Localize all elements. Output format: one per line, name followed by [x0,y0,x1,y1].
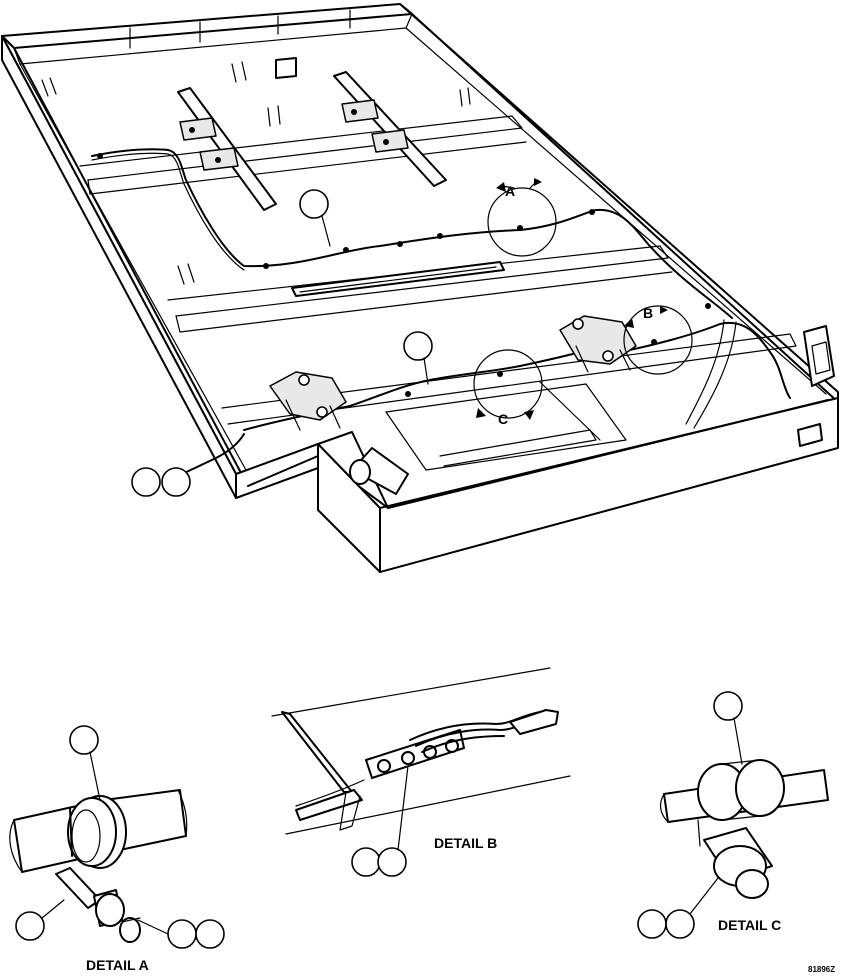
view-letter-a: A [505,183,516,199]
detail-b-callouts [351,765,409,877]
detail-c-label: DETAIL C [718,917,782,933]
main-callouts [131,189,433,497]
detail-a-drawing [9,789,188,943]
detail-c-callouts [637,691,743,939]
detail-a-label: DETAIL A [86,957,149,973]
view-letter-c: C [498,411,509,427]
detail-b-drawing [271,667,571,835]
detail-b-label: DETAIL B [434,835,498,851]
drawing-code: 81896Z [808,965,836,974]
view-letter-b: B [643,305,654,321]
detail-circles [473,178,693,420]
detail-c-drawing [659,759,829,899]
detail-a-callouts [15,725,225,949]
tray-assembly [1,3,839,573]
